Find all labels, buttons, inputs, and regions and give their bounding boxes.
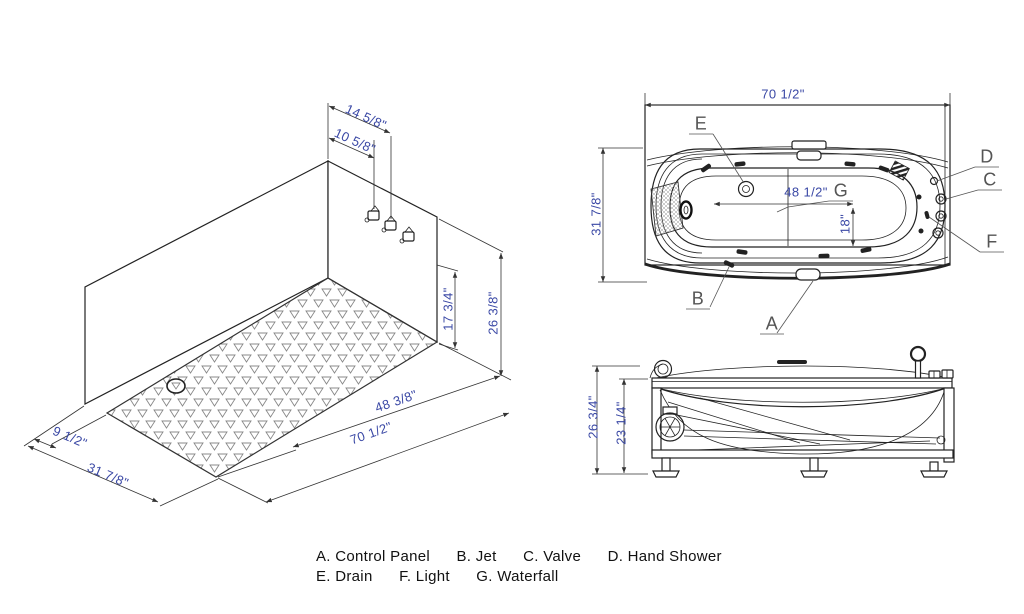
valve-icons [932, 193, 947, 239]
hand-shower-icon [909, 345, 954, 379]
callout-E: E [694, 113, 708, 134]
callout-A: A [765, 313, 779, 334]
basin-floor [678, 175, 907, 241]
legend-item-light: F. Light [399, 568, 450, 585]
drain-icon [166, 378, 186, 394]
tub-top-edge [655, 365, 949, 379]
callout-B: B [691, 288, 705, 309]
plumbing-fixture-icon [364, 205, 380, 223]
deck-panel-patch [888, 160, 910, 181]
legend-item-waterfall: G. Waterfall [476, 568, 559, 585]
foot [800, 457, 828, 478]
top-dim-basin-width: 18" [837, 213, 853, 235]
bathtub-deck [644, 104, 951, 266]
headrest [650, 181, 684, 237]
top-dim-basin-length: 48 1/2" [784, 184, 828, 200]
legend-item-hand-shower: D. Hand Shower [607, 548, 722, 565]
callout-G: G [833, 180, 849, 201]
plumbing-fixture-icon [381, 215, 397, 233]
frame-post [943, 387, 955, 463]
top-dim-overall-length: 70 1/2" [761, 86, 805, 102]
iso-dim-wall-height: 26 3/8" [485, 291, 501, 335]
inner-lip-curve [657, 387, 947, 408]
front-dim-overall-height: 26 3/4" [585, 395, 601, 439]
top-dimension-lines [598, 93, 951, 283]
waterfall-spout-icon [791, 140, 827, 161]
front-dim-rim-height: 23 1/4" [613, 401, 629, 445]
foot [920, 461, 948, 478]
rim-band [651, 377, 953, 389]
callout-D: D [980, 146, 994, 167]
iso-dim-wall-height-partial: 17 3/4" [440, 287, 456, 331]
plumbing-fixture-icon [399, 226, 415, 244]
frame-post [651, 387, 662, 455]
front-view [592, 345, 955, 478]
front-dimension-lines [592, 365, 648, 475]
light-icon [924, 211, 930, 219]
foot [652, 457, 680, 478]
floor-panel [105, 277, 439, 478]
top-dim-overall-depth: 31 7/8" [588, 192, 604, 236]
headrest-roller-icon [649, 359, 673, 379]
tub-shell [650, 148, 946, 264]
iso-dimension-lines [23, 103, 512, 507]
callout-C: C [983, 169, 997, 190]
pump-icon [655, 406, 685, 442]
side-fixture-icon [679, 200, 693, 220]
legend-item-control-panel: A. Control Panel [316, 548, 431, 565]
callout-leaders [686, 133, 1004, 335]
jet-icons [700, 161, 924, 268]
legend-line-2: E. Drain F. Light G. Waterfall [316, 568, 581, 585]
drain-icon [737, 180, 755, 198]
top-view [598, 93, 1004, 335]
isometric-view [23, 103, 512, 507]
callout-F: F [986, 231, 998, 252]
tub-bottom-curve [659, 389, 945, 455]
plumbing-lines [667, 397, 946, 451]
legend-item-drain: E. Drain [316, 568, 373, 585]
legend-line-1: A. Control Panel B. Jet C. Valve D. Hand… [316, 548, 744, 565]
legend-item-valve: C. Valve [523, 548, 582, 565]
legend-item-jet: B. Jet [456, 548, 497, 565]
control-panel-icon [795, 268, 821, 281]
